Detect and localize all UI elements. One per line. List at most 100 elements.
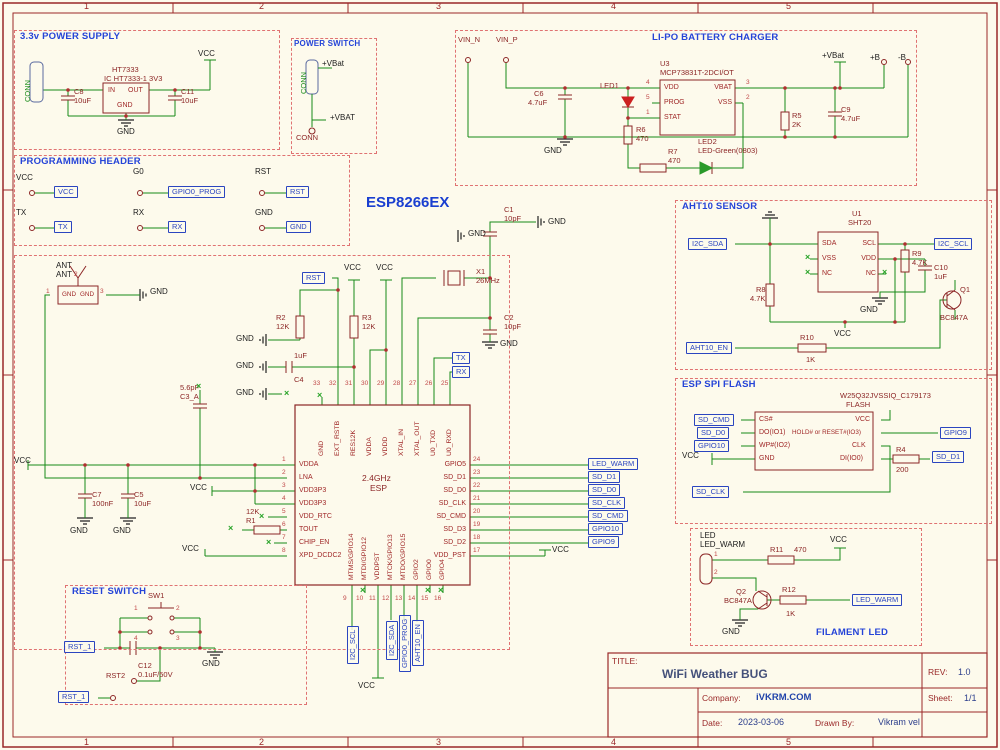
pin-in: IN xyxy=(108,87,115,94)
net-flag-i2c-scl[interactable]: I2C_SCL xyxy=(934,238,973,250)
net-flag-i2c-sda[interactable]: I2C_SDA xyxy=(688,238,728,250)
net-flag-rst1[interactable]: RST_1 xyxy=(58,691,90,703)
ruler-number: 3 xyxy=(436,737,442,747)
pin-vss: VSS xyxy=(717,99,732,106)
no-connect-x: × xyxy=(228,523,234,533)
battery-charger-circuit[interactable] xyxy=(465,57,911,175)
net-flag-gpio9[interactable]: GPIO9 xyxy=(588,536,619,548)
pin-mtdi-gpio12: MTDI/GPIO12 xyxy=(361,536,368,580)
title-block-rev: 1.0 xyxy=(958,667,971,677)
pin-number: 14 xyxy=(408,595,416,602)
cap-c7-ref: C7 xyxy=(92,490,102,499)
pin-vddpst: VDDPST xyxy=(374,552,381,580)
net-vbat: +VBat xyxy=(822,51,845,60)
net-flag-sd-clk[interactable]: SD_CLK xyxy=(692,486,730,498)
pin-xtal-out: XTAL_OUT xyxy=(414,421,421,456)
pin-gnd: GND xyxy=(318,440,325,456)
net-gnd: GND xyxy=(236,334,254,343)
aht10-circuit[interactable] xyxy=(735,218,962,353)
net-flag-aht10-en[interactable]: AHT10_EN xyxy=(686,342,732,354)
title-block-date: 2023-03-06 xyxy=(738,717,785,727)
pin-cs: CS# xyxy=(759,416,773,423)
charger-ic-value: MCP73831T-2DCI/OT xyxy=(660,68,734,77)
net-flag-rx[interactable]: RX xyxy=(168,221,187,233)
net-flag-sd-cmd[interactable]: SD_CMD xyxy=(694,414,734,426)
pin-number: 2 xyxy=(714,569,718,576)
power-switch-circuit[interactable] xyxy=(305,59,332,135)
net-flag-gpio10[interactable]: GPIO10 xyxy=(694,440,730,452)
net-rx: RX xyxy=(133,208,145,217)
net-flag-rst[interactable]: RST xyxy=(302,272,325,284)
net-vcc: VCC xyxy=(182,544,199,553)
title-block-date-label: Date: xyxy=(702,718,723,728)
res-r2-ref: R2 xyxy=(276,313,286,322)
net-gnd: GND xyxy=(722,627,740,636)
net-flag-sd-clk[interactable]: SD_CLK xyxy=(588,497,626,509)
net-flag-led-warm[interactable]: LED_WARM xyxy=(588,458,639,470)
net-flag-vcc[interactable]: VCC xyxy=(54,186,78,198)
res-r2-value: 12K xyxy=(276,322,290,331)
net-flag-gnd[interactable]: GND xyxy=(286,221,311,233)
net-flag-gpio10[interactable]: GPIO10 xyxy=(588,523,624,535)
net-flag-aht10-en[interactable]: AHT10_EN xyxy=(412,620,424,666)
net-vcc: VCC xyxy=(682,451,699,460)
pin-gpio5: GPIO5 xyxy=(444,461,466,468)
no-connect-x: × xyxy=(266,537,272,547)
net-gnd: GND xyxy=(150,287,168,296)
net-flag-gpio9[interactable]: GPIO9 xyxy=(940,427,971,439)
cap-c5-ref: C5 xyxy=(134,490,144,499)
net-flag-sd-d0[interactable]: SD_D0 xyxy=(588,484,621,496)
pin-ext-rstb: EXT_RSTB xyxy=(334,420,341,456)
net-flag-tx[interactable]: TX xyxy=(54,221,72,233)
pin-nc: NC xyxy=(822,270,833,277)
ruler-number: 4 xyxy=(611,737,617,747)
crystal-ref: X1 xyxy=(476,267,486,276)
pin-number: 4 xyxy=(134,635,138,642)
net-flag-gpio0-prog[interactable]: GPIO0_PROG xyxy=(399,614,411,672)
net-flag-rst1[interactable]: RST_1 xyxy=(64,641,96,653)
net-flag-rst[interactable]: RST xyxy=(286,186,309,198)
net-flag-sd-cmd[interactable]: SD_CMD xyxy=(588,510,628,522)
reset-switch-circuit[interactable] xyxy=(98,602,216,701)
cap-c8-ref: C8 xyxy=(74,87,84,96)
filament-led-circuit[interactable] xyxy=(699,547,850,620)
ruler-number: 2 xyxy=(259,1,265,11)
pin-mtck-gpio13: MTCK/GPIO13 xyxy=(387,534,394,580)
pin-res12k: RES12K xyxy=(350,429,357,456)
pin-number: 27 xyxy=(409,380,417,387)
title-block-sheet-label: Sheet: xyxy=(928,693,953,703)
section-title-power-supply: 3.3v POWER SUPPLY xyxy=(20,31,121,42)
net-flag-i2c-sda[interactable]: I2C_SDA xyxy=(386,620,398,660)
title-block-sheet: 1/1 xyxy=(964,693,977,703)
power-supply-circuit[interactable] xyxy=(29,59,216,120)
no-connect-x: × xyxy=(882,267,888,277)
pin-number: 30 xyxy=(361,380,369,387)
res-r10-ref: R10 xyxy=(800,333,814,342)
ruler-number: 5 xyxy=(786,1,792,11)
pin-number: 4 xyxy=(646,79,650,86)
net-flag-sd-d1[interactable]: SD_D1 xyxy=(932,451,965,463)
res-r7-value: 470 xyxy=(668,156,681,165)
pin-number: 5 xyxy=(282,508,286,515)
cap-c2-ref: C2 xyxy=(504,313,514,322)
net-flag-i2c-scl[interactable]: I2C_SCL xyxy=(347,625,359,664)
net-flag-gpio0-prog[interactable]: GPIO0_PROG xyxy=(168,186,226,198)
title-block-company-label: Company: xyxy=(702,693,741,703)
esp8266-circuit[interactable] xyxy=(27,221,588,679)
section-power-supply xyxy=(14,30,280,150)
net-flag-sd-d0[interactable]: SD_D0 xyxy=(697,427,730,439)
pin-number: 15 xyxy=(421,595,429,602)
net-flag-tx[interactable]: TX xyxy=(452,352,470,364)
net-flag-led-warm[interactable]: LED_WARM xyxy=(852,594,903,606)
programming-header-circuit[interactable] xyxy=(29,190,287,231)
net-flag-rx[interactable]: RX xyxy=(452,366,471,378)
net-flag-sd-d1[interactable]: SD_D1 xyxy=(588,471,621,483)
led1-ref: LED1 xyxy=(600,81,619,90)
res-r3-value: 12K xyxy=(362,322,376,331)
net-vin-p: VIN_P xyxy=(496,35,518,44)
led2-ref: LED2 xyxy=(698,137,717,146)
section-title-filament-led: FILAMENT LED xyxy=(816,627,889,638)
spi-flash-circuit[interactable] xyxy=(711,410,938,493)
